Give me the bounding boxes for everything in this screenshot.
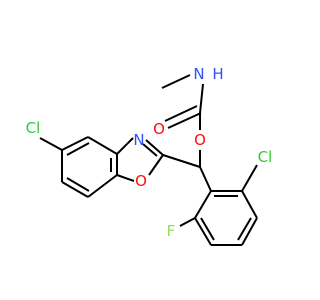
bond-c2aryl-c3aryl <box>241 190 258 219</box>
bond-ch-c2 <box>162 154 201 168</box>
bond-c7-c7a <box>87 174 118 198</box>
atom-f-aryl: F <box>167 222 176 240</box>
bond-ch-aryl <box>199 166 212 192</box>
atom-o-carbonyl: O <box>153 120 165 138</box>
atom-cl-aryl: Cl <box>258 148 273 166</box>
bond-c4-c5 <box>61 136 89 151</box>
atom-h-amide: H <box>212 65 223 83</box>
structure-canvas: Cl N O O O N H Cl F <box>26 65 273 246</box>
atom-o-ester: O <box>194 131 206 149</box>
bond-n-c3a <box>116 137 134 155</box>
bonds <box>39 74 258 246</box>
bond-c5aryl-c6aryl <box>194 217 212 246</box>
bond-c3a-c4 <box>87 136 118 155</box>
bond-aryl-f <box>179 217 196 227</box>
bond-carbonyl-double-1 <box>167 112 202 129</box>
bond-c5-cl <box>39 137 63 151</box>
atom-labels: Cl N O O O N H Cl F <box>26 65 273 240</box>
bond-carbonyl-double-2 <box>164 105 198 122</box>
bond-o-c7a <box>116 174 135 182</box>
bond-n-carbonyl-c <box>199 83 204 114</box>
molecule-structure: Cl N O O O N H Cl F <box>26 65 273 246</box>
atom-n-oxazole: N <box>133 131 144 149</box>
bond-c4-c5-inner <box>66 142 90 156</box>
bond-c3aryl-c4aryl-inner <box>237 217 252 241</box>
atom-o-oxazole: O <box>135 172 147 190</box>
bond-c6-c7-inner <box>66 177 90 192</box>
atom-n-amide: N <box>193 65 204 83</box>
bond-c2-n-double-1 <box>145 139 164 156</box>
bond-methyl-n <box>161 74 191 89</box>
bond-c5aryl-c6aryl-inner <box>200 217 215 241</box>
bond-aryl-cl <box>241 164 258 192</box>
bond-c6-c7 <box>61 181 89 198</box>
bond-c3aryl-c4aryl <box>241 217 258 246</box>
atom-cl-benzoxazole: Cl <box>26 119 41 137</box>
bond-c6aryl-ipso <box>194 190 212 219</box>
bond-c2-n-double-2 <box>142 143 158 157</box>
bond-c2-o <box>148 154 164 176</box>
